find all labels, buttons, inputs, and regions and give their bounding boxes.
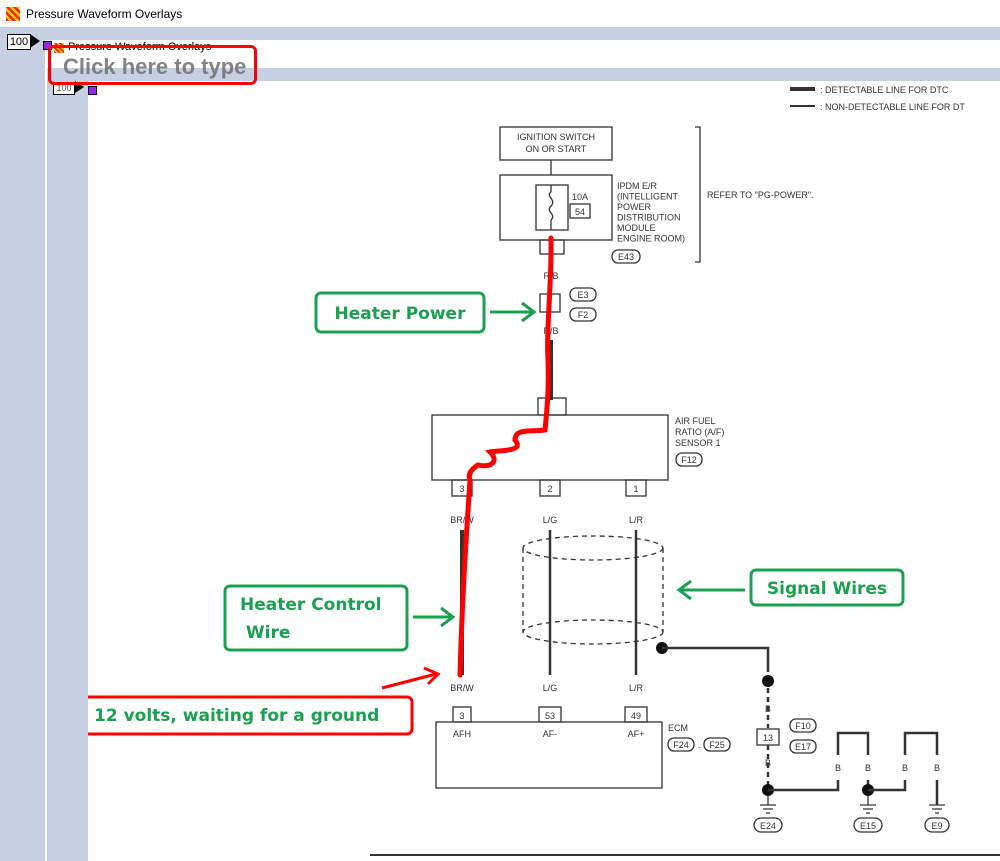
af-sensor-box [431, 414, 669, 481]
ipdm-label: ENGINE ROOM) [617, 234, 685, 244]
wire-color-label: B [902, 763, 908, 773]
fuse-rating: 10A [572, 192, 588, 202]
ipdm-label: POWER [617, 202, 652, 212]
pin-number: 49 [631, 711, 641, 721]
ecm-box [435, 721, 663, 789]
ground-icon [860, 796, 876, 814]
wire-color-label: BR/W [450, 515, 474, 525]
wiring-diagram: : DETECTABLE LINE FOR DTC : NON-DETECTAB… [88, 85, 1000, 856]
app-icon [6, 6, 20, 21]
inner-toolbar-band [88, 68, 1000, 81]
ipdm-label: MODULE [617, 223, 656, 233]
ipdm-connector-id: E43 [618, 252, 634, 262]
highlighted-heater-wire [457, 235, 554, 678]
ground-id: E9 [931, 821, 942, 831]
pin-number: 3 [459, 484, 464, 494]
red-arrow-icon [381, 666, 441, 690]
green-arrow-icon [490, 301, 537, 323]
ground-icon [760, 796, 776, 814]
terminal-label: AF- [543, 729, 558, 739]
ecm-label: ECM [668, 723, 688, 733]
ipdm-label: DISTRIBUTION [617, 213, 681, 223]
heater-control-text: Heater Control [240, 595, 381, 615]
wire-color-label: B [865, 763, 871, 773]
sensor-connector-id: F12 [681, 455, 697, 465]
fuse-number: 54 [575, 207, 585, 217]
connector-id: F2 [578, 310, 589, 320]
signal-wires-callout [749, 568, 905, 607]
fuse-icon [535, 184, 569, 231]
wire-color-label: BR/W [450, 683, 474, 693]
text-input-placeholder[interactable]: Click here to type [63, 54, 247, 79]
window-titlebar: Pressure Waveform Overlays [0, 0, 1000, 27]
ignition-switch-box [499, 126, 613, 161]
sensor-label: RATIO (A/F) [675, 427, 724, 437]
heater-control-text: Wire [240, 623, 290, 643]
green-arrow-icon [413, 606, 456, 628]
pin-number: 3 [459, 711, 464, 721]
heater-power-callout [314, 291, 486, 334]
legend-non-detectable: : NON-DETECTABLE LINE FOR DT [820, 102, 965, 112]
connector-id: E3 [577, 290, 588, 300]
wire-color-label: L/G [543, 683, 558, 693]
connector-id: F24 [673, 740, 689, 750]
twelve-volts-callout [88, 695, 414, 736]
inner-anchor-handle[interactable] [88, 86, 97, 95]
wire-color-label: B [835, 763, 841, 773]
wire-color-label: B [765, 758, 771, 768]
pin-number: 1 [633, 484, 638, 494]
text-input-box[interactable] [48, 45, 257, 85]
pin-number: 13 [763, 733, 773, 743]
ground-id: E24 [760, 821, 776, 831]
terminal-label: AF+ [628, 729, 645, 739]
window-title: Pressure Waveform Overlays [26, 6, 183, 21]
heater-control-callout [223, 584, 409, 652]
zoom-level[interactable]: 100 [7, 34, 31, 50]
expand-arrow-icon[interactable] [30, 34, 40, 48]
ignition-label-1: IGNITION SWITCH [517, 132, 595, 142]
heater-power-text: Heater Power [335, 304, 467, 324]
pin-number: 53 [545, 711, 555, 721]
inner-left-panel [47, 68, 88, 861]
twelve-volts-text: 12 volts, waiting for a ground [94, 706, 379, 726]
connector-id: E17 [795, 742, 811, 752]
ground-icon [929, 804, 945, 814]
toolbar-band [0, 27, 1000, 40]
signal-wires-text: Signal Wires [767, 579, 887, 599]
wire-color-label: L/R [629, 683, 644, 693]
ignition-label-2: ON OR START [526, 144, 587, 154]
terminal-label: AFH [453, 729, 471, 739]
refer-note: REFER TO "PG-POWER". [707, 190, 814, 200]
separator: . [698, 740, 701, 750]
ipdm-label: IPDM E/R [617, 181, 658, 191]
connector-id: F25 [709, 740, 725, 750]
wire-color-label: R/B [543, 326, 558, 336]
legend-detectable: : DETECTABLE LINE FOR DTC [820, 85, 949, 95]
wire-color-label: B [765, 704, 771, 714]
shield [522, 535, 664, 645]
left-panel [0, 27, 45, 861]
connector-id: F10 [795, 721, 811, 731]
inner-expand-arrow-icon[interactable] [75, 81, 84, 93]
sensor-label: SENSOR 1 [675, 438, 721, 448]
wire-color-label: L/R [629, 515, 644, 525]
ipdm-label: (INTELLIGENT [617, 192, 679, 202]
ground-id: E15 [860, 821, 876, 831]
green-arrow-icon [676, 579, 745, 601]
sensor-label: AIR FUEL [675, 416, 716, 426]
pin-number: 2 [547, 484, 552, 494]
wire-color-label: B [934, 763, 940, 773]
wire-color-label: L/G [543, 515, 558, 525]
